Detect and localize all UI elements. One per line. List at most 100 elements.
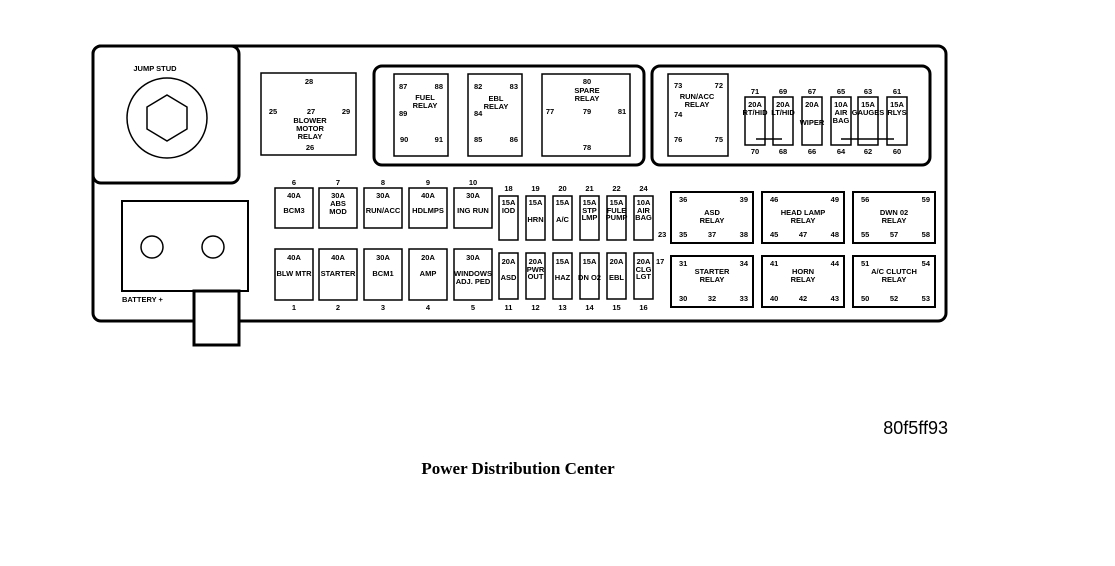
fuse-amperage: 20A bbox=[502, 257, 516, 266]
pin-label: 76 bbox=[674, 135, 682, 144]
pin-label: 44 bbox=[831, 259, 840, 268]
fuse-amperage: 20A bbox=[610, 257, 624, 266]
fuse-name: DN O2 bbox=[578, 273, 601, 282]
pin-label: 90 bbox=[400, 135, 408, 144]
housing-outline bbox=[91, 44, 948, 323]
fuse-amperage: 30A bbox=[376, 191, 390, 200]
fuse-name: OUT bbox=[528, 272, 544, 281]
fuse-name: ING RUN bbox=[457, 206, 489, 215]
fuse-name: BCM1 bbox=[372, 269, 393, 278]
pin-label: 86 bbox=[510, 135, 518, 144]
terminal-hole-icon bbox=[140, 235, 164, 259]
fuse-name: RT/HID bbox=[743, 108, 769, 117]
fuse-number: 24 bbox=[639, 184, 648, 193]
fuse-number: 18 bbox=[504, 184, 512, 193]
pin-label: 38 bbox=[740, 230, 748, 239]
pin-label: 82 bbox=[474, 82, 482, 91]
pin-label: 81 bbox=[618, 107, 626, 116]
pin-label: 37 bbox=[708, 230, 716, 239]
fuse-amperage: 20A bbox=[805, 100, 819, 109]
fuse-name: WIPER bbox=[800, 118, 825, 127]
fuse-number: 70 bbox=[751, 147, 759, 156]
relay-name: RELAY bbox=[685, 100, 710, 109]
fuse-name: HDLMPS bbox=[412, 206, 444, 215]
jump-stud-ring-icon bbox=[126, 77, 208, 159]
pin-label: 31 bbox=[679, 259, 687, 268]
pin-label: 80 bbox=[583, 77, 591, 86]
fuse-amperage: 15A bbox=[583, 257, 597, 266]
pin-label: 41 bbox=[770, 259, 778, 268]
fuse-number: 69 bbox=[779, 87, 787, 96]
fuse-name: LT/HID bbox=[771, 108, 795, 117]
pin-label: 88 bbox=[435, 82, 443, 91]
fuse-amperage: 20A bbox=[776, 100, 790, 109]
fuse-number: 66 bbox=[808, 147, 816, 156]
fuse-number: 71 bbox=[751, 87, 759, 96]
pin-label: 53 bbox=[922, 294, 930, 303]
fuse-name: BLW MTR bbox=[277, 269, 313, 278]
fuse-number: 20 bbox=[558, 184, 566, 193]
pin-label: 52 bbox=[890, 294, 898, 303]
fuse-name: AIR bbox=[835, 108, 849, 117]
relay-name: RELAY bbox=[791, 216, 816, 225]
pin-label: 49 bbox=[831, 195, 839, 204]
fuse-amperage: 15A bbox=[529, 198, 543, 207]
fuse-number: 3 bbox=[381, 303, 385, 312]
pin-label: 77 bbox=[546, 107, 554, 116]
pin-label: 35 bbox=[679, 230, 687, 239]
pin-label: 48 bbox=[831, 230, 839, 239]
cartridge-fuses: 640ABCM3730AABSMOD830ARUN/ACC940AHDLMPS1… bbox=[274, 178, 493, 312]
fuse-name: ADJ. PED bbox=[456, 277, 491, 286]
pin-label: 42 bbox=[799, 294, 807, 303]
fuse-number: 7 bbox=[336, 178, 340, 187]
relay-name: BLOWER bbox=[293, 116, 327, 125]
pin-label: 26 bbox=[306, 143, 314, 152]
fuse-amperage: 15A bbox=[890, 100, 904, 109]
pin-label: 43 bbox=[831, 294, 839, 303]
fuse-name: STARTER bbox=[321, 269, 356, 278]
relay-name: FUEL bbox=[415, 93, 435, 102]
fuse-number: 62 bbox=[864, 147, 872, 156]
fuse-name: AIR bbox=[637, 206, 651, 215]
pin-label: 87 bbox=[399, 82, 407, 91]
fuse-name: ABS bbox=[330, 199, 346, 208]
relay-name: RELAY bbox=[298, 132, 323, 141]
battery-terminal-block bbox=[121, 200, 249, 292]
runacc-group-outline bbox=[650, 64, 932, 167]
fuse-name: LGT bbox=[636, 272, 651, 281]
relay-name: MOTOR bbox=[296, 124, 324, 133]
pin-label: 85 bbox=[474, 135, 482, 144]
mini-fuses: 1815AIOD1915AHRN2015AA/C2115ASTPLMP2215A… bbox=[498, 184, 654, 312]
relay-name: RELAY bbox=[700, 275, 725, 284]
fuse-number: 19 bbox=[531, 184, 539, 193]
fuse-amperage: 15A bbox=[610, 198, 624, 207]
jump-stud: JUMP STUD bbox=[91, 44, 241, 185]
fuse-name: EBL bbox=[609, 273, 624, 282]
fuse-name: WINDOWS bbox=[454, 269, 492, 278]
battery-terminal: BATTERY + bbox=[121, 200, 249, 347]
pin-label: 89 bbox=[399, 109, 407, 118]
relay-name: RUN/ACC bbox=[680, 92, 715, 101]
fuse-amperage: 10A bbox=[834, 100, 848, 109]
pin-label: 34 bbox=[740, 259, 749, 268]
relay-name: RELAY bbox=[484, 102, 509, 111]
fuse-name: BCM3 bbox=[283, 206, 304, 215]
pin-label: 50 bbox=[861, 294, 869, 303]
relay-name: DWN 02 bbox=[880, 208, 908, 217]
fuse-amperage: 30A bbox=[376, 253, 390, 262]
fuse-name: IOD bbox=[502, 206, 516, 215]
fuse-amperage: 40A bbox=[421, 191, 435, 200]
